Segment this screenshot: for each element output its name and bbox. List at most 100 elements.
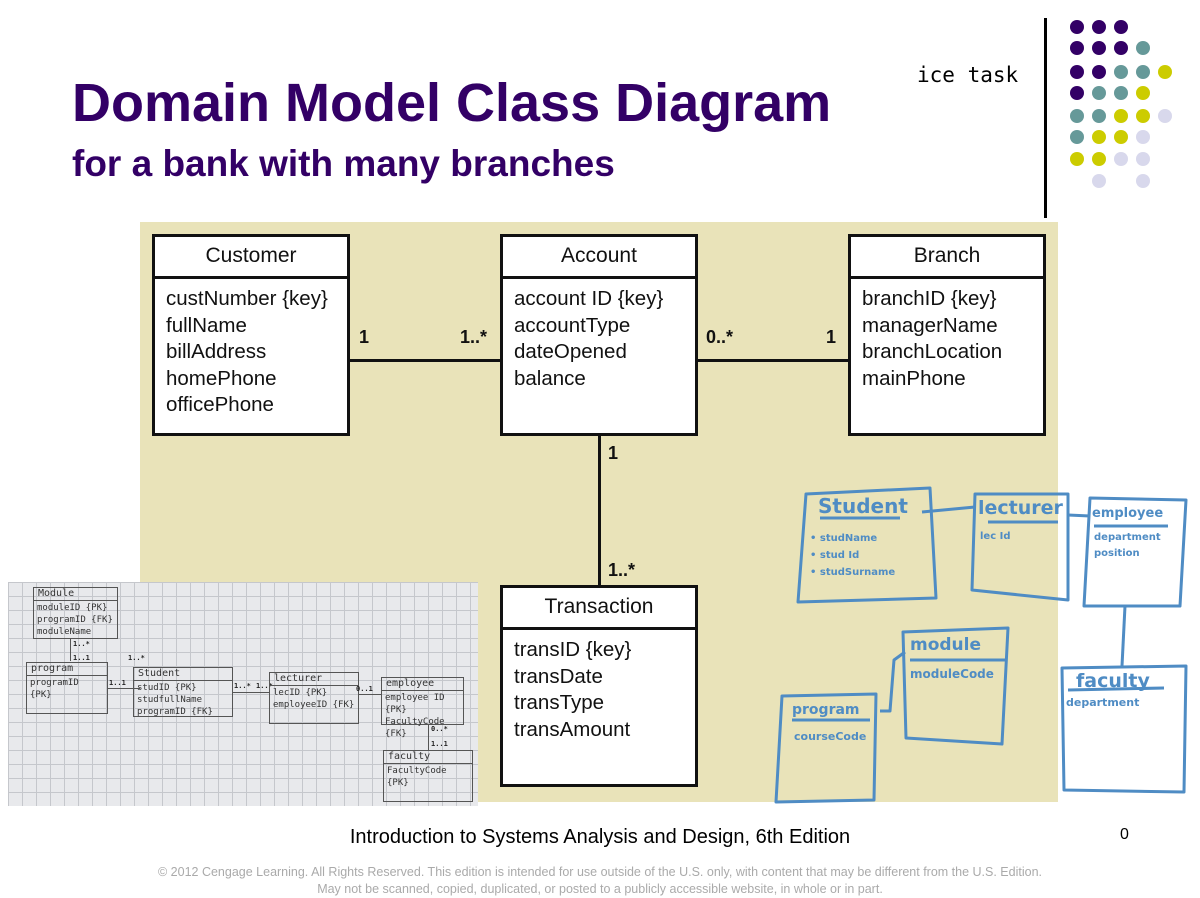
attribute: transAmount [514,717,631,741]
attribute: custNumber {key} [166,287,328,310]
attribute: branchID {key} [862,287,997,310]
multiplicity: 1..1 [109,679,126,687]
decorative-dot [1092,130,1106,144]
attribute: courseCode [794,730,867,743]
attribute: • studName [810,533,878,544]
attribute: • stud Id [810,550,860,561]
attribute: mainPhone [862,366,966,390]
decorative-dot [1070,41,1084,55]
decorative-dot [1070,130,1084,144]
attribute: FacultyCode {PK} [387,766,447,788]
attribute: FacultyCode {FK} [385,717,445,739]
class-name: Branch [851,237,1043,279]
class-attributes: FacultyCode {PK} [384,764,472,790]
attribute: lecID {PK} [273,688,328,698]
attribute: programID {PK} [30,678,79,700]
attribute: account ID {key} [514,287,664,310]
association-account-branch [698,359,848,362]
attribute: moduleCode [910,667,994,681]
decorative-dot [1136,109,1150,123]
attribute: branchLocation [862,340,1003,363]
attribute: balance [514,366,586,390]
sketch-strokes [774,486,1188,804]
sketch-class-name: employee [1092,506,1164,521]
decorative-dot [1136,86,1150,100]
attribute: managerName [862,313,998,337]
multiplicity: 1..1 [431,740,448,748]
photo-class-faculty: faculty FacultyCode {PK} [383,750,473,802]
decorative-dot [1114,41,1128,55]
multiplicity: 1 [359,327,370,347]
multiplicity: 0..1 [356,685,373,693]
decorative-dot [1092,109,1106,123]
sketch-box-lecturer [970,492,1070,602]
photo-line [359,694,381,695]
attribute: department [1066,696,1140,709]
photo-line [108,688,140,689]
slide-title: Domain Model Class Diagram [72,73,832,133]
class-name: Student [134,668,232,681]
attribute: studfullName [137,695,203,705]
multiplicity: 1..* [73,640,90,648]
sketch-attributes: moduleCode [910,667,994,681]
decorative-dot [1136,41,1150,55]
copyright-line-1: © 2012 Cengage Learning. All Rights Rese… [157,865,1043,879]
decorative-dot [1136,65,1150,79]
sketch-line [1067,513,1091,518]
sketch-box-faculty [1060,664,1188,794]
decorative-dot [1136,152,1150,166]
attribute: officePhone [166,393,274,416]
attribute: employee ID {PK} [385,693,445,715]
class-branch: Branch branchID {key} managerName branchLo… [848,234,1046,436]
sketch-box-module [901,626,1010,746]
class-attributes: employee ID {PK}FacultyCode {FK} [382,691,463,741]
decorative-dot [1070,109,1084,123]
decorative-dot [1070,152,1084,166]
sketch-line [1120,605,1127,667]
class-attributes: moduleID {PK}programID {FK}moduleName [34,601,117,639]
handwritten-diagram-photo: Module moduleID {PK}programID {FK}module… [8,582,478,806]
attribute: • studSurname [810,567,896,578]
class-name: employee [382,678,463,691]
decorative-dot [1092,86,1106,100]
photo-class-employee: employee employee ID {PK}FacultyCode {FK… [381,677,464,739]
sketch-attributes: lec Id [980,531,1011,542]
multiplicity: 0..* [431,725,448,733]
sketch-attributes: • studName • stud Id • studSurname [810,530,895,581]
sketch-class-name: faculty [1076,670,1150,692]
class-name: Transaction [503,588,695,630]
decorative-dot [1070,86,1084,100]
class-attributes: programID {PK} [27,676,107,702]
handwritten-annotation: ice task [917,63,1019,87]
attribute: transID {key} [514,638,632,661]
attribute: homePhone [166,366,277,390]
sketch-line [880,650,906,713]
decorative-dot [1158,65,1172,79]
sketch-box-program [774,692,878,804]
class-name: Module [34,588,117,601]
photo-class-module: Module moduleID {PK}programID {FK}module… [33,587,118,639]
multiplicity: 0..* [706,327,734,347]
attribute: lec Id [980,531,1011,542]
photo-line [233,692,269,693]
attribute: moduleID {PK} [37,603,108,613]
multiplicity: 1..1 [73,654,90,662]
attribute: programID {FK} [137,707,213,717]
decorative-dot [1092,20,1106,34]
sketch-box-student [796,486,938,604]
decorative-dot [1114,152,1128,166]
multiplicity: 1 [826,327,837,347]
class-name: Account [503,237,695,279]
photo-line [70,639,71,661]
class-attributes: lecID {PK}employeeID {FK} [270,686,358,712]
decorative-dot [1070,20,1084,34]
decorative-dot [1092,174,1106,188]
class-attributes: branchID {key} managerName branchLocation m… [851,279,1043,399]
sketch-attributes: department [1066,696,1139,709]
footer-book-title: Introduction to Systems Analysis and Des… [349,826,851,848]
